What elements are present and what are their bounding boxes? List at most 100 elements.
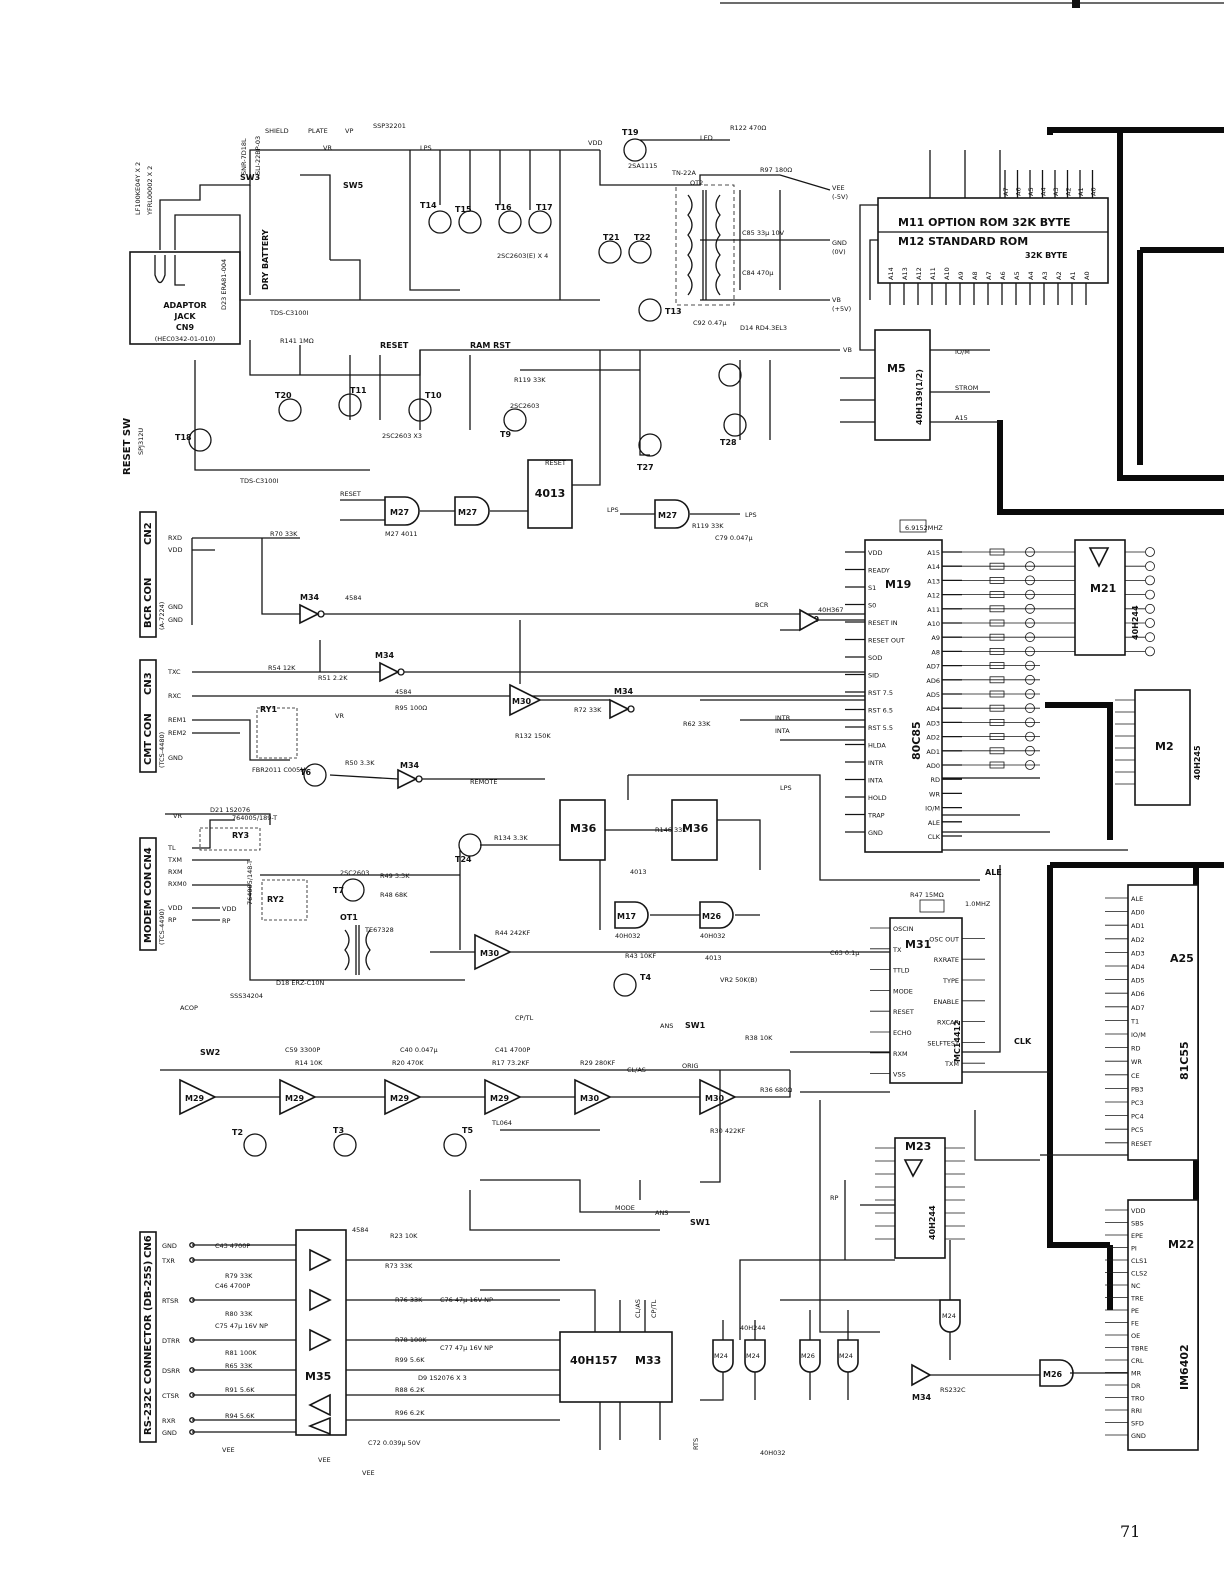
rom-data-pin-label: A3 — [1052, 187, 1060, 196]
m24-b-label: M24 — [746, 1352, 760, 1360]
decoder-m5: M5 40H139(1/2) IO/M STROM A15 — [840, 329, 1000, 441]
ry3-part: 764005/189-T — [232, 814, 277, 822]
c61-label: C63 0.1μ — [830, 949, 859, 957]
vee-rail-voltage: (-5V) — [832, 193, 848, 201]
t13-label: T13 — [665, 307, 682, 316]
m19-left-pin-label: RESET OUT — [868, 637, 905, 645]
bus-tag — [1025, 603, 1035, 614]
a25-pin-label: WR — [1131, 1058, 1142, 1066]
vp-label: VP — [345, 127, 353, 135]
m34-txc-label: M34 — [375, 651, 395, 660]
reset-switch-part: SPJ312U — [137, 428, 145, 455]
m21-tag — [1145, 603, 1155, 614]
m19-right-pin-label: A14 — [927, 563, 940, 571]
cn4-ref: CN4 — [143, 847, 154, 870]
adaptor-jack-line-1: ADAPTOR — [163, 301, 206, 310]
m22-pin-label: CLS1 — [1131, 1257, 1147, 1265]
cn4-pin-rxm0: RXM0 — [168, 880, 187, 888]
cn6-pin-dot — [189, 1367, 195, 1373]
cn2-part: (A-7224) — [158, 602, 166, 630]
m19-label: M19 — [885, 578, 911, 591]
m22-pin-label: EPE — [1131, 1232, 1143, 1240]
m17-part: 40H032 — [615, 932, 641, 940]
m5-label: M5 — [887, 362, 906, 375]
ic-4013-reset: RESET — [545, 459, 566, 467]
r141-label: R141 1MΩ — [280, 337, 314, 345]
cn6-pin-dot — [189, 1242, 195, 1248]
cn2-pin-rxd: RXD — [168, 534, 182, 542]
m26-b-label: M26 — [801, 1352, 815, 1360]
m31-pin-label: TX — [892, 946, 902, 954]
m24-part: 40H244 — [740, 1324, 766, 1332]
r75-label: R23 10K — [390, 1232, 418, 1240]
r49-label: R49 3.3K — [380, 872, 410, 880]
a25-pin-label: PC5 — [1131, 1126, 1144, 1134]
rom-address-pin-label: A12 — [915, 267, 923, 280]
rom-data-pin-label: A1 — [1077, 187, 1085, 196]
orig-label: ORIG — [682, 1062, 699, 1070]
pull-resistor — [989, 676, 1005, 684]
buffer-m23: M23 40H244 — [875, 1137, 965, 1259]
t6-label: T6 — [300, 768, 311, 777]
m22-pin-label: GND — [1131, 1432, 1146, 1440]
cn3-cmt-connector: CMT CON CN3 (TCS-4480) TXC RXC REM1 REM2… — [139, 640, 870, 790]
r120-label: R119 33K — [514, 376, 546, 384]
ry2-label: RY2 — [267, 895, 284, 904]
bottom-gates: M24 M24 M26 M24 M24 M26 M34 RS232C 40H24… — [615, 1194, 1128, 1457]
rp-net: RP — [830, 1194, 839, 1202]
vr2-part: VR2 50K(B) — [720, 976, 757, 984]
cn6-pin-dot — [189, 1297, 195, 1303]
m34-sid-label: M34 — [614, 687, 634, 696]
m29-c-label: M29 — [390, 1094, 410, 1103]
bcr-net-label: BCR — [755, 601, 769, 609]
uart-m22: M22 IM6402 VDDSBSEPEPICLS1CLS2NCTREPEFEO… — [1105, 1199, 1199, 1451]
ot2-label: OT2 — [690, 179, 703, 187]
m19-left-pin-label: READY — [868, 567, 890, 575]
m30-a-label: M30 — [580, 1094, 600, 1103]
m19-right-pin-label: A12 — [927, 592, 940, 600]
reset-input-label: RESET — [340, 490, 361, 498]
m35-label: M35 — [305, 1370, 331, 1383]
cn3-pin-rxc: RXC — [168, 692, 181, 700]
cn6-rs232c-connector: RS-232C CONNECTOR (DB-25S) CN6 GNDTXRRTS… — [139, 1226, 560, 1477]
m19-left-pin-label: RST 7.5 — [868, 689, 893, 697]
cn6-ref: CN6 — [143, 1235, 154, 1258]
lps-gate-input: LPS — [607, 506, 619, 514]
pull-resistor — [989, 548, 1005, 556]
adaptor-jack-line-3: CN9 — [176, 323, 195, 332]
cn2-ref: CN2 — [143, 522, 154, 545]
m34-bcr-part: 4584 — [345, 594, 362, 602]
bus-tag — [1025, 717, 1035, 728]
ferrite-label: LF100KE04Y X 2 — [134, 162, 142, 215]
sw2-label: SW2 — [200, 1048, 220, 1057]
m19-left-pin-label: HOLD — [868, 794, 887, 802]
t22-label: T22 — [634, 233, 651, 242]
sw1-bottom: SW1 — [690, 1218, 711, 1227]
rom-data-pin-label: A4 — [1040, 187, 1048, 196]
vdd-top-label: VDD — [588, 139, 602, 147]
m26-c-label: M26 — [1043, 1370, 1063, 1379]
m31-pin-label: OSC OUT — [929, 935, 959, 943]
r37-label: R30 422KF — [710, 1127, 746, 1135]
c77-label: C75 47μ 16V NP — [215, 1322, 268, 1330]
m36-part: 4013 — [630, 868, 647, 876]
page-number: 71 — [1120, 1522, 1140, 1541]
r38-label: R29 280KF — [580, 1059, 616, 1067]
r139-label: R96 6.2K — [395, 1409, 425, 1417]
m29-b-label: M29 — [285, 1094, 305, 1103]
ry3-label: RY3 — [232, 831, 249, 840]
c92-label: C92 0.47μ — [693, 319, 726, 327]
inductor-label: YFRL00002 X 2 — [146, 166, 154, 216]
rom-data-pin-label: A7 — [1002, 187, 1010, 196]
d21-label: D21 1S2076 — [210, 806, 250, 814]
r72-label: R72 33K — [574, 706, 602, 714]
x3-label: 1.0MHZ — [965, 900, 991, 908]
m21-tag — [1145, 589, 1155, 600]
r97-label: R97 180Ω — [760, 166, 792, 174]
m33-part: 40H157 — [570, 1354, 617, 1367]
cn2-pin-gnd-2: GND — [168, 616, 183, 624]
t19-label: T19 — [622, 128, 639, 137]
adaptor-jack-cn9: ADAPTOR JACK CN9 (HEC0342-01-010) LF100K… — [129, 162, 241, 345]
m30-b-label: M30 — [705, 1094, 725, 1103]
